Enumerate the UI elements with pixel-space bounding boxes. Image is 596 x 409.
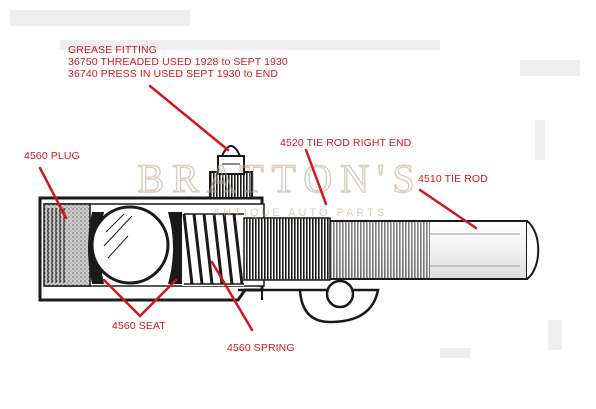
faint-background-artifacts: [10, 10, 580, 358]
grease-fitting-title: GREASE FITTING: [68, 44, 157, 56]
grease-fitting-label: GREASE FITTING 36750 THREADED USED 1928 …: [68, 44, 288, 80]
threaded-section: [243, 217, 430, 281]
watermark-brand: BRATTON'S: [137, 156, 422, 201]
coil-spring: [182, 212, 244, 286]
plug-leader: [38, 166, 68, 220]
seat-label: 4560 SEAT: [112, 320, 166, 332]
plug: [43, 203, 91, 287]
tie-rod-label: 4510 TIE ROD: [418, 173, 488, 185]
tie-rod-right-end-label: 4520 TIE ROD RIGHT END: [280, 137, 412, 149]
seat-and-ball: [88, 205, 182, 285]
seat-leader-b: [138, 278, 178, 318]
watermark-tagline: ANTIQUE AUTO PARTS: [213, 207, 387, 219]
grease-fitting-leader: [148, 84, 230, 152]
watermark: BRATTON'S ANTIQUE AUTO PARTS: [137, 155, 422, 219]
grease-fitting-line-1: 36750 THREADED USED 1928 to SEPT 1930: [68, 56, 288, 68]
spring-leader: [210, 260, 254, 332]
seat-leader-a: [102, 278, 142, 318]
tie-rod-leader: [418, 188, 478, 230]
grease-fitting-line-2: 36740 PRESS IN USED SEPT 1930 to END: [68, 68, 279, 80]
spring-label: 4560 SPRING: [227, 342, 295, 354]
tie-rod-right-end-leader: [304, 148, 328, 206]
plug-label: 4560 PLUG: [24, 150, 80, 162]
grease-fitting: [209, 145, 253, 199]
leader-lines: [38, 84, 478, 332]
